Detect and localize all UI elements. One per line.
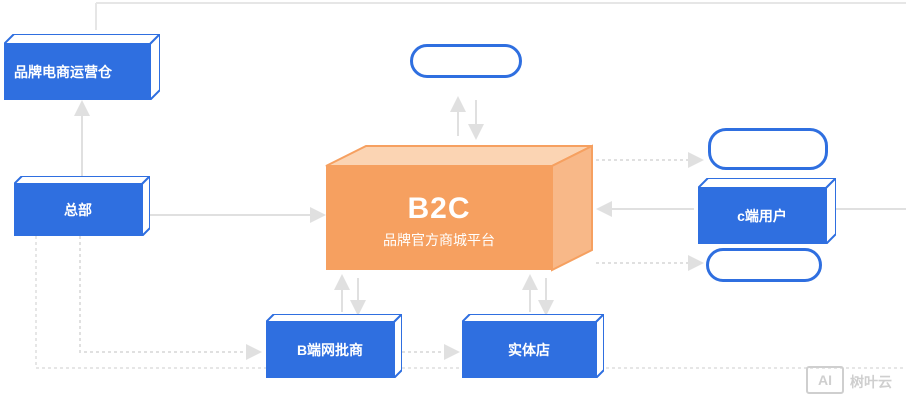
node-warehouse: 品牌电商运营仓: [4, 34, 160, 100]
node-wholesale: B端网批商: [266, 314, 402, 378]
node-c-user: c端用户: [698, 178, 836, 244]
wholesale-label: B端网批商: [266, 322, 394, 378]
b2c-side-face: [551, 144, 593, 272]
b2c-top-face: [325, 145, 593, 167]
arrow-hq-to-wholesale: [79, 236, 262, 360]
pill-right-bottom: [706, 248, 822, 282]
hq-label: 总部: [14, 184, 142, 236]
watermark-brand-text: 树叶云: [850, 374, 892, 390]
cuser-3d-frame: [698, 178, 836, 244]
node-hq: 总部: [14, 176, 150, 236]
pill-top: [410, 44, 522, 78]
frame-bottom-line: [35, 236, 906, 369]
store-label: 实体店: [462, 322, 596, 378]
cuser-label: c端用户: [698, 188, 826, 244]
node-store: 实体店: [462, 314, 604, 378]
b2c-title: B2C: [407, 192, 471, 225]
watermark-ai-logo: AI: [806, 366, 844, 394]
b2c-subtitle: 品牌官方商城平台: [383, 232, 495, 248]
node-b2c: B2C 品牌官方商城平台: [326, 166, 552, 270]
pill-right-top: [708, 128, 828, 170]
warehouse-label: 品牌电商运营仓: [4, 44, 150, 100]
